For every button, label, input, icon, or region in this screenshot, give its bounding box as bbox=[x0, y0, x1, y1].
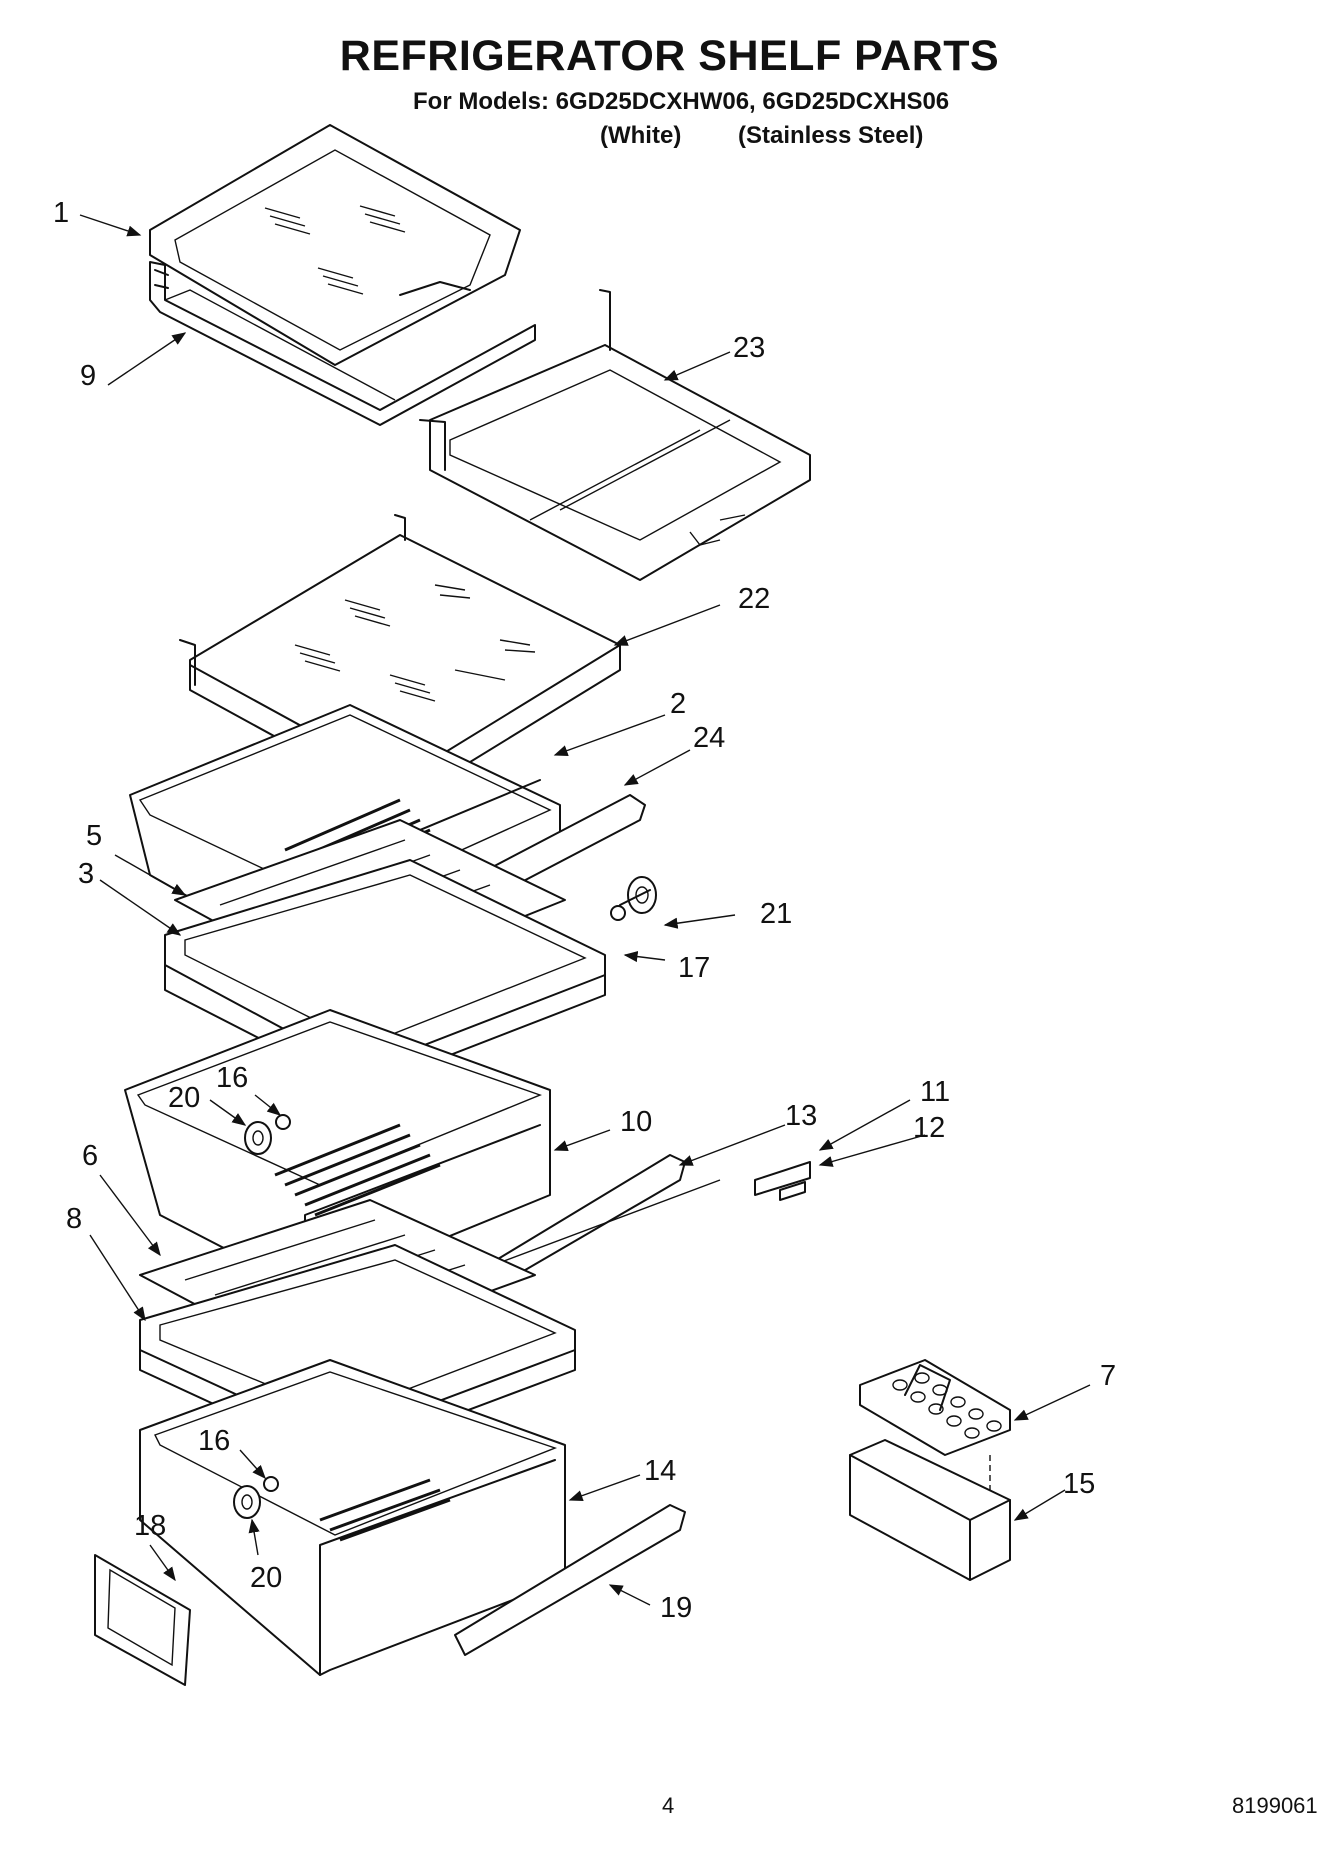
document-number: 8199061 bbox=[1232, 1793, 1318, 1818]
callout-6: 6 bbox=[82, 1140, 99, 1172]
glass-shelf-part-1 bbox=[149, 124, 521, 366]
page-number: 4 bbox=[662, 1793, 675, 1818]
models-line: For Models: 6GD25DCXHW06, 6GD25DCXHS06 bbox=[413, 88, 950, 115]
dairy-bin-part-15 bbox=[849, 1439, 1011, 1581]
glass-shelf-part-22 bbox=[179, 514, 621, 806]
shelf-frame-part-23 bbox=[419, 289, 811, 581]
drawer-part-14 bbox=[139, 1359, 566, 1676]
page-title: REFRIGERATOR SHELF PARTS bbox=[339, 32, 1000, 80]
callout-13: 13 bbox=[785, 1100, 818, 1132]
callout-16-upper: 16 bbox=[216, 1062, 249, 1094]
variant-stainless: (Stainless Steel) bbox=[738, 122, 924, 149]
callout-20-lower: 20 bbox=[250, 1562, 283, 1594]
callout-3: 3 bbox=[78, 858, 95, 890]
callout-1: 1 bbox=[53, 197, 70, 229]
callout-2: 2 bbox=[670, 688, 687, 720]
callout-14: 14 bbox=[644, 1455, 677, 1487]
callout-16-lower: 16 bbox=[198, 1425, 231, 1457]
callout-12: 12 bbox=[913, 1112, 946, 1144]
badge-part-11 bbox=[754, 1161, 811, 1196]
callout-9: 9 bbox=[80, 360, 97, 392]
callout-19: 19 bbox=[660, 1592, 693, 1624]
screw-part-16-upper bbox=[275, 1114, 291, 1130]
callout-7: 7 bbox=[1100, 1360, 1117, 1392]
roller-part-20-lower bbox=[233, 1485, 261, 1519]
callout-22: 22 bbox=[738, 583, 771, 615]
callout-11: 11 bbox=[920, 1076, 951, 1108]
drawer-trim-part-19 bbox=[454, 1504, 686, 1656]
roller-part-20-upper bbox=[244, 1121, 272, 1155]
screw-part-17 bbox=[610, 905, 626, 921]
callout-24: 24 bbox=[693, 722, 726, 754]
leader-lines bbox=[79, 214, 1091, 1606]
roller-part-21 bbox=[619, 876, 657, 914]
variant-white: (White) bbox=[600, 122, 682, 149]
screw-part-16-lower bbox=[263, 1476, 279, 1492]
shelf-frame-part-9 bbox=[149, 261, 536, 426]
callout-10: 10 bbox=[620, 1106, 653, 1138]
clip-part-12 bbox=[779, 1181, 806, 1201]
callout-5: 5 bbox=[86, 820, 103, 852]
callout-20-upper: 20 bbox=[168, 1082, 201, 1114]
drawer-frame-part-3 bbox=[164, 859, 606, 1091]
callout-21: 21 bbox=[760, 898, 793, 930]
callout-18: 18 bbox=[134, 1510, 167, 1542]
callout-15: 15 bbox=[1063, 1468, 1096, 1500]
callout-17: 17 bbox=[678, 952, 711, 984]
label-holder-part-18 bbox=[94, 1554, 191, 1686]
callout-8: 8 bbox=[66, 1203, 83, 1235]
callout-23: 23 bbox=[733, 332, 766, 364]
egg-tray-part-7 bbox=[859, 1359, 1011, 1456]
